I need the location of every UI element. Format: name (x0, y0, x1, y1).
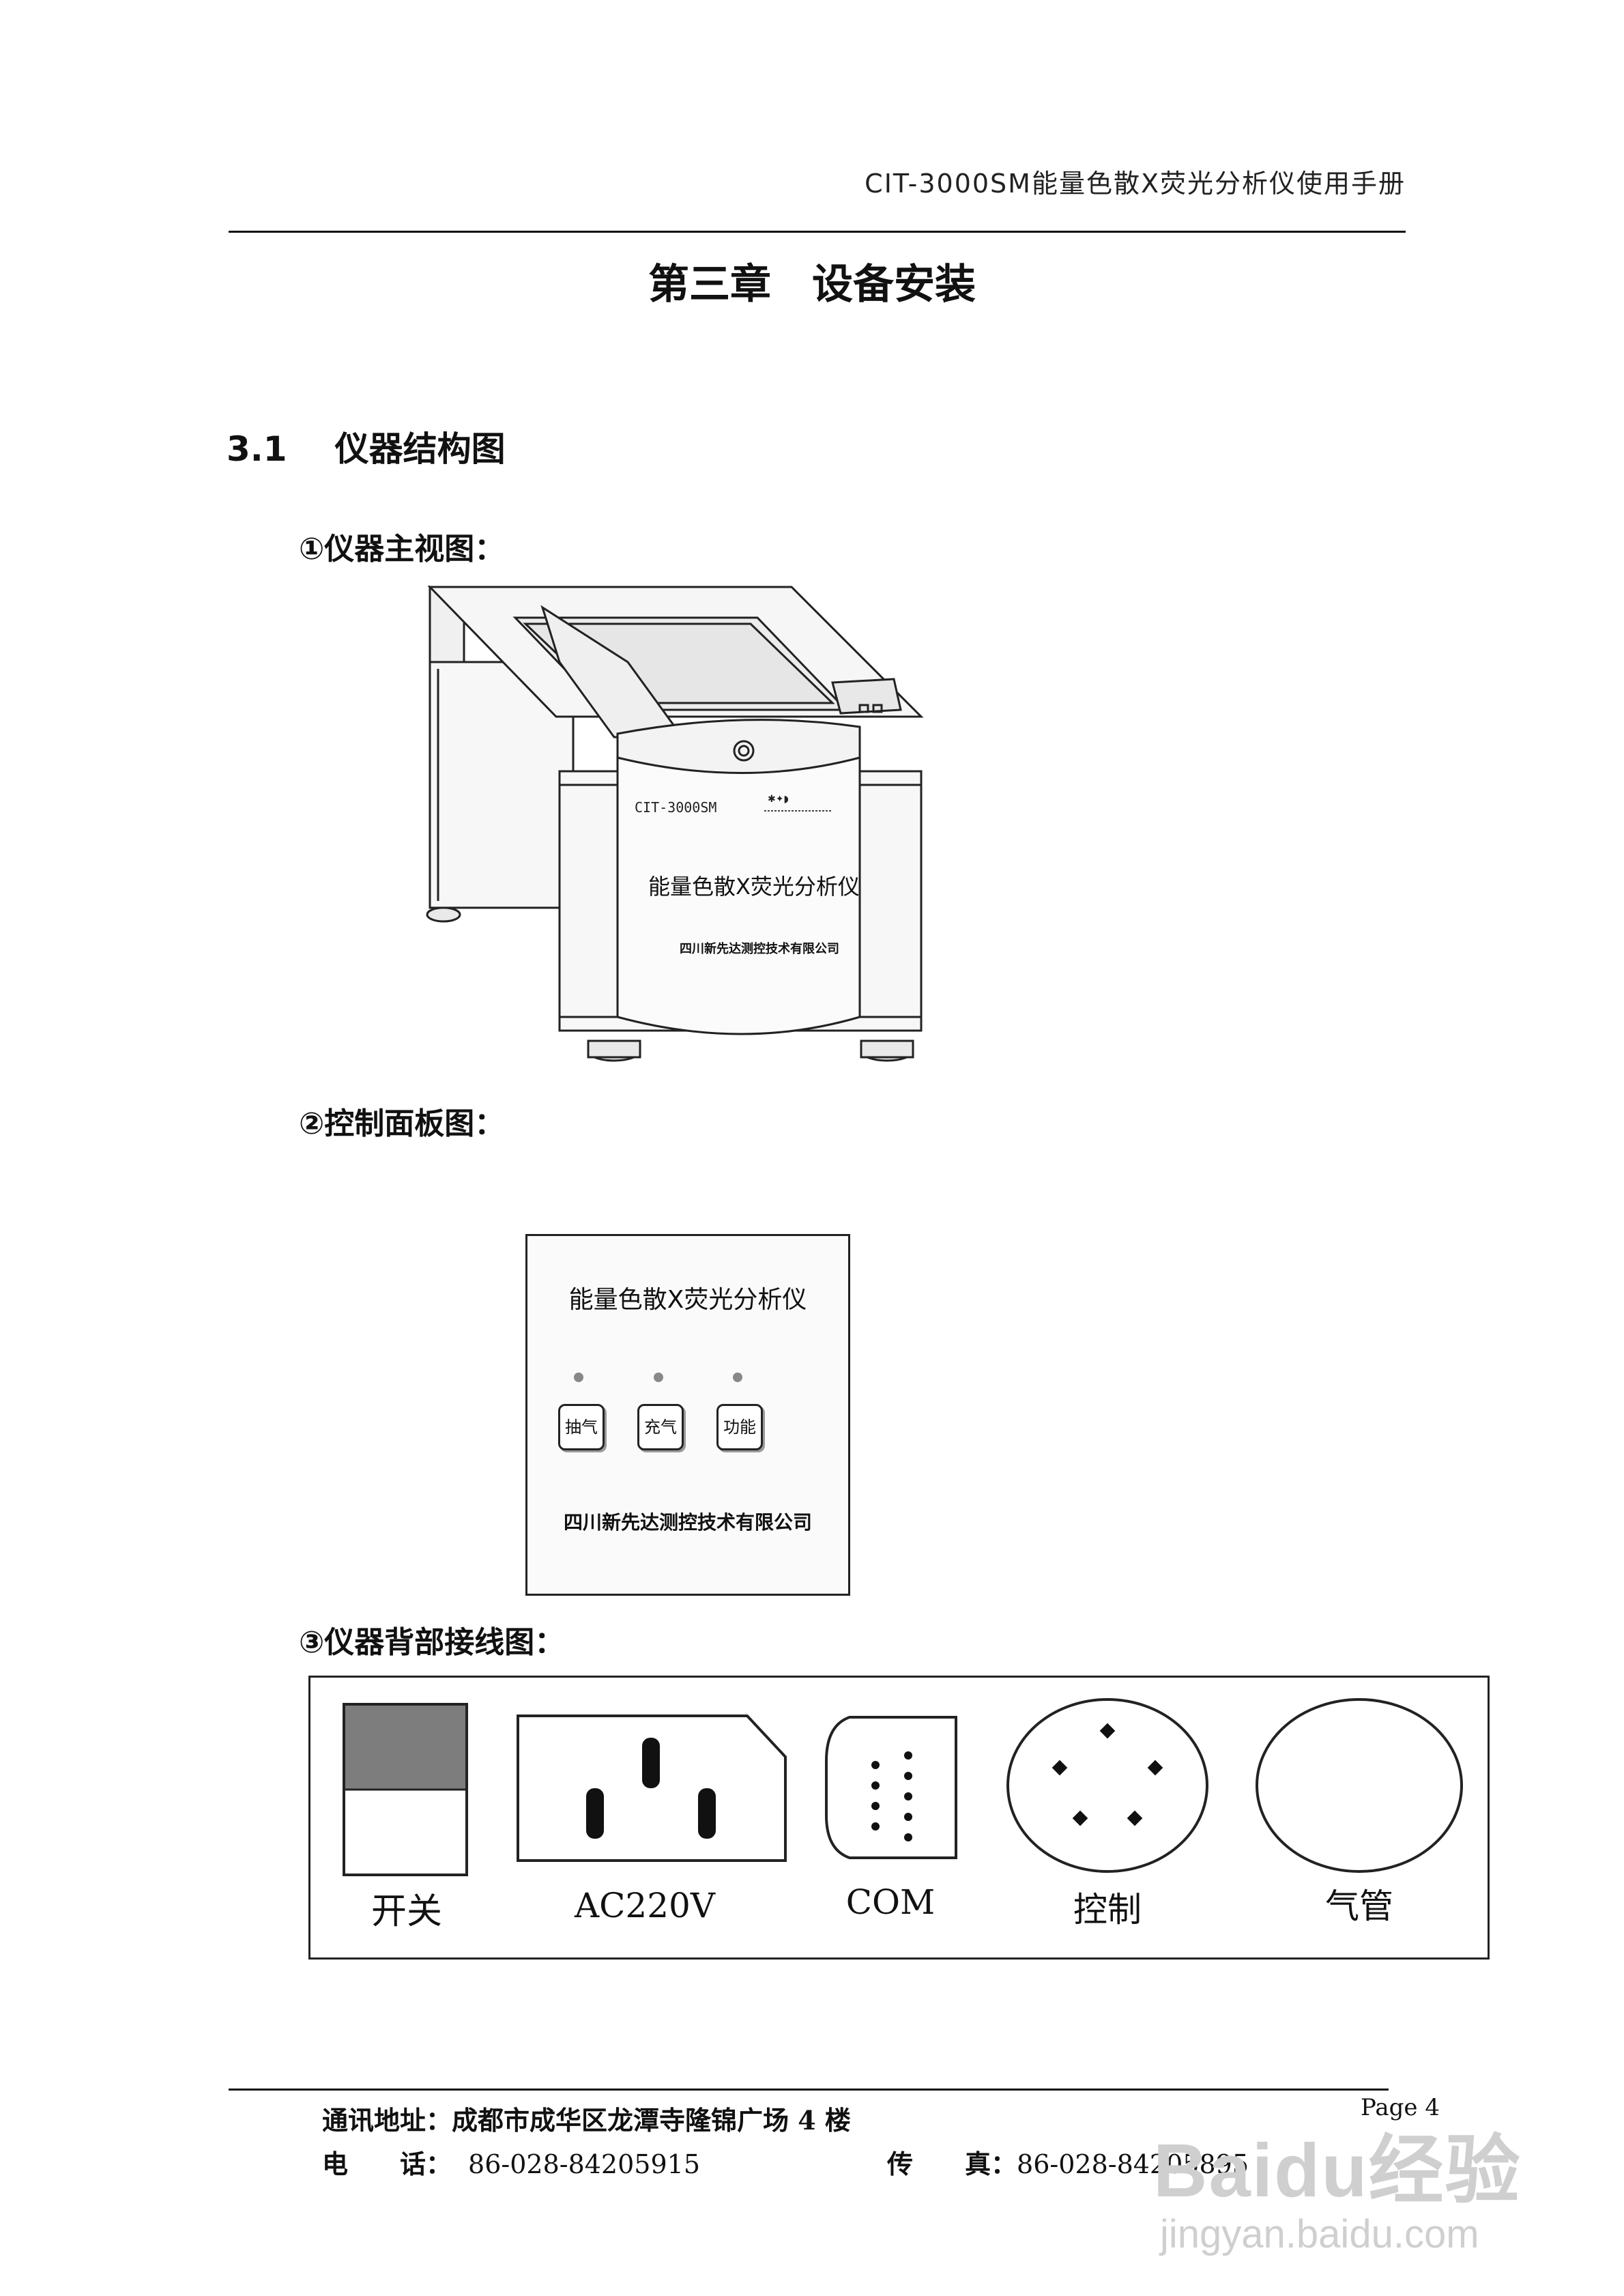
footer-phone-value: 86-028-84205915 (468, 2149, 700, 2179)
section-title: 仪器结构图 (334, 429, 506, 469)
figure-label-front-view: ①仪器主视图： (299, 532, 505, 566)
control-panel-company: 四川新先达测控技术有限公司 (563, 1511, 812, 1534)
gas-tube-port-label: 气管 (1325, 1886, 1393, 1926)
footer-rule (229, 2089, 1389, 2091)
rear-wiring-panel: 开关 AC220V COM 控制 气管 (308, 1676, 1490, 1960)
figure-label-control-panel: ②控制面板图： (299, 1106, 505, 1141)
chapter-title: 第三章 设备安装 (648, 261, 976, 308)
figure-label-rear-wiring: ③仪器背部接线图： (299, 1625, 565, 1660)
section-number: 3.1 (227, 429, 287, 469)
footer-fax-value: 86-028-84205895 (1017, 2149, 1249, 2179)
front-view-company: 四川新先达测控技术有限公司 (680, 941, 839, 956)
function-indicator-led (733, 1373, 742, 1382)
footer-phone-label: 电 话： (322, 2149, 452, 2179)
footer-address-value: 成都市成华区龙潭寺隆锦广场 4 楼 (452, 2105, 851, 2136)
control-panel-drawing: 能量色散X荧光分析仪 抽气 充气 功能 四川新先达测控技术有限公司 (525, 1234, 850, 1596)
control-connector-label: 控制 (1073, 1890, 1142, 1929)
fill-indicator-led (654, 1373, 663, 1382)
section-heading: 3.1 仪器结构图 (227, 422, 506, 471)
instrument-front-view-drawing: CIT-3000SM ✱✦◗ 能量色散X荧光分析仪 四川新先达测控技术有限公司 (426, 585, 924, 1062)
fill-button[interactable]: 充气 (637, 1404, 684, 1450)
watermark-brand: Baidu经验 (1153, 2129, 1522, 2213)
function-button[interactable]: 功能 (716, 1404, 763, 1450)
power-switch-icon (343, 1703, 468, 1876)
ac-power-socket-icon (517, 1714, 787, 1862)
control-connector-icon (1006, 1698, 1208, 1873)
pump-button[interactable]: 抽气 (558, 1404, 605, 1450)
power-switch-label: 开关 (371, 1891, 442, 1932)
ac-power-socket-label: AC220V (575, 1886, 715, 1925)
header-rule (229, 231, 1406, 233)
footer-address: 通讯地址：成都市成华区龙潭寺隆锦广场 4 楼 (322, 2099, 851, 2137)
svg-text:✱✦◗: ✱✦◗ (768, 794, 789, 805)
pump-indicator-led (574, 1373, 583, 1382)
document-header-title: CIT-3000SM能量色散X荧光分析仪使用手册 (865, 169, 1406, 199)
footer-phone: 电 话： 86-028-84205915 (322, 2143, 700, 2181)
footer-fax: 传 真：86-028-84205895 (887, 2143, 1249, 2181)
watermark-url: jingyan.baidu.com (1160, 2212, 1479, 2256)
com-port-icon (825, 1716, 957, 1859)
control-panel-title: 能量色散X荧光分析仪 (568, 1286, 807, 1314)
gas-tube-port-icon (1256, 1698, 1463, 1873)
footer-fax-label: 传 真： (887, 2149, 1017, 2179)
footer-address-label: 通讯地址： (322, 2105, 452, 2136)
page-number: Page 4 (1361, 2094, 1440, 2121)
com-port-label: COM (845, 1882, 936, 1922)
front-view-name: 能量色散X荧光分析仪 (648, 874, 860, 900)
front-view-model: CIT-3000SM (635, 799, 716, 816)
